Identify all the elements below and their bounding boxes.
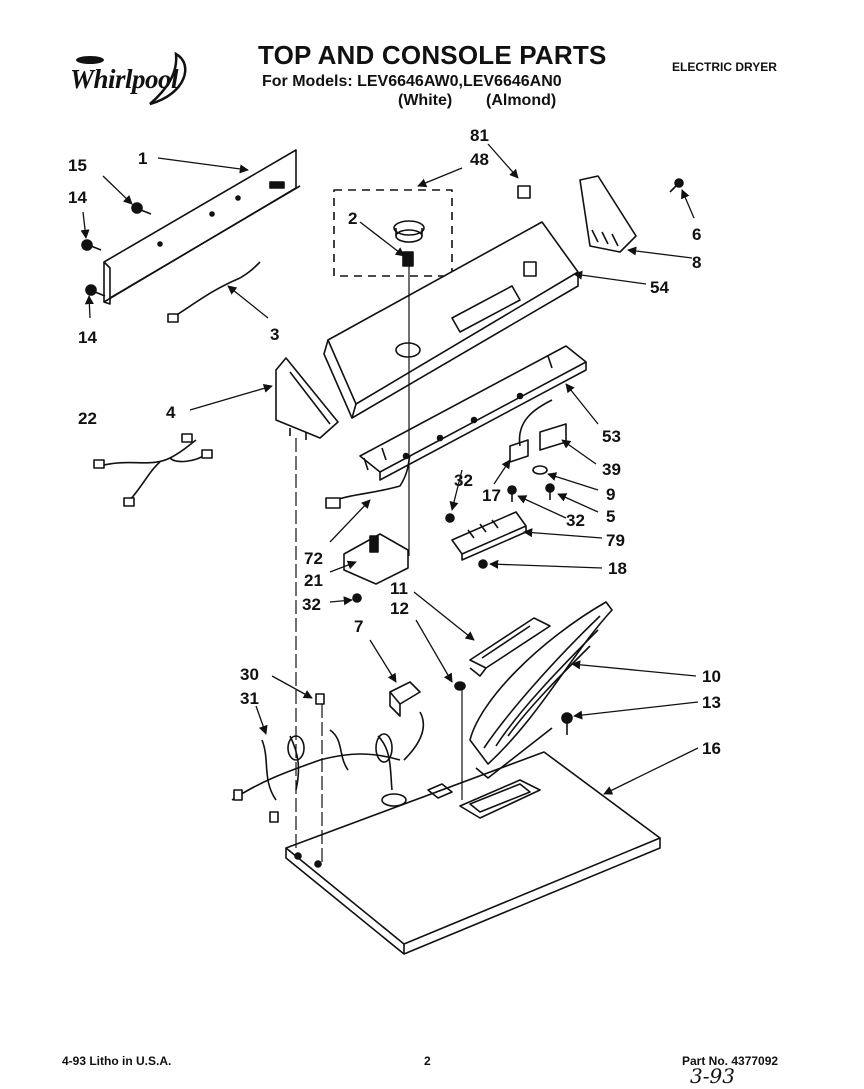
variant-white: (White) [398,92,453,109]
callout-6: 6 [692,225,701,244]
callout-79: 79 [606,531,625,550]
callout-30: 30 [240,665,259,684]
wire-connector [167,313,179,323]
knob-assembly-box [333,189,453,277]
callout-53: 53 [602,427,621,446]
callout-12: 12 [390,599,409,618]
callout-2: 2 [348,209,357,228]
screw-6 [669,178,684,193]
callout-labels: 81 48 1 15 14 2 6 8 54 14 3 4 22 53 39 3… [68,126,721,758]
logo-swoosh-icon [76,51,187,106]
screw-18 [478,559,488,569]
page-number: 2 [424,1054,431,1068]
callout-17: 17 [482,486,501,505]
print-info: 4-93 Litho in U.S.A. [62,1054,172,1068]
screw-14-lower [85,284,106,297]
callout-16: 16 [702,739,721,758]
knob-stop [517,185,531,199]
callout-14-upper: 14 [68,188,87,207]
variant-almond: (Almond) [486,92,557,109]
screw-17 [507,485,517,502]
console-panel [323,221,579,419]
callout-22: 22 [78,409,97,428]
console-bracket [359,345,587,481]
callout-18: 18 [608,559,627,578]
lint-screen-grille [469,617,551,677]
buzzer-signal [509,399,567,463]
callout-1: 1 [138,149,147,168]
callout-81: 81 [470,126,489,145]
control-panel-backplate [103,149,301,305]
harness-clip [315,693,325,705]
callout-32-mid: 32 [454,471,473,490]
models-line: For Models: LEV6646AW0,LEV6646AN0 [262,73,562,90]
callout-48: 48 [470,150,489,169]
lint-filter [469,601,613,779]
timer-module [451,511,527,561]
callout-32-left: 32 [302,595,321,614]
callout-5: 5 [606,507,615,526]
screw-5 [545,483,555,500]
callout-15: 15 [68,156,87,175]
callout-9: 9 [606,485,615,504]
screw-13 [561,712,573,735]
control-knob [393,220,425,267]
page-title: TOP AND CONSOLE PARTS [258,40,607,70]
callout-54: 54 [650,278,669,297]
callout-11: 11 [390,579,408,598]
wire-plug [325,497,341,509]
screw-12 [454,681,466,691]
callout-31: 31 [240,689,259,708]
callout-21: 21 [304,571,323,590]
leader-17 [493,459,511,485]
leader-32-mid [449,469,463,511]
screw-32-left [352,593,362,603]
callout-10: 10 [702,667,721,686]
callout-3: 3 [270,325,279,344]
callout-39: 39 [602,460,621,479]
callout-72: 72 [304,549,323,568]
leader-lines [80,143,699,795]
main-wire-harness [231,711,425,823]
grommet-9 [532,465,548,475]
callout-14-lower: 14 [78,328,97,347]
document-type: ELECTRIC DRYER [672,60,777,74]
handwritten-date: 3-93 [690,1064,735,1088]
backplate-wire [171,261,261,319]
whirlpool-logo: Whirlpool [68,50,203,110]
lint-filter-housing [459,779,541,819]
part-number: Part No. 4377092 [682,1054,779,1068]
jumper-wire-harness [93,433,213,507]
selector-switch [343,533,409,585]
callout-13: 13 [702,693,721,712]
dryer-top-panel [285,751,661,955]
callout-32-right: 32 [566,511,585,530]
console-end-cap-left [275,357,339,440]
callout-4: 4 [166,403,176,422]
brand-name: Whirlpool [70,64,179,94]
screw-32-right [445,513,455,523]
terminal-block [389,681,421,717]
screw-15 [131,202,152,215]
screw-14-upper [81,239,102,251]
callout-7: 7 [354,617,363,636]
console-end-cap-right [579,175,637,253]
callout-8: 8 [692,253,701,272]
